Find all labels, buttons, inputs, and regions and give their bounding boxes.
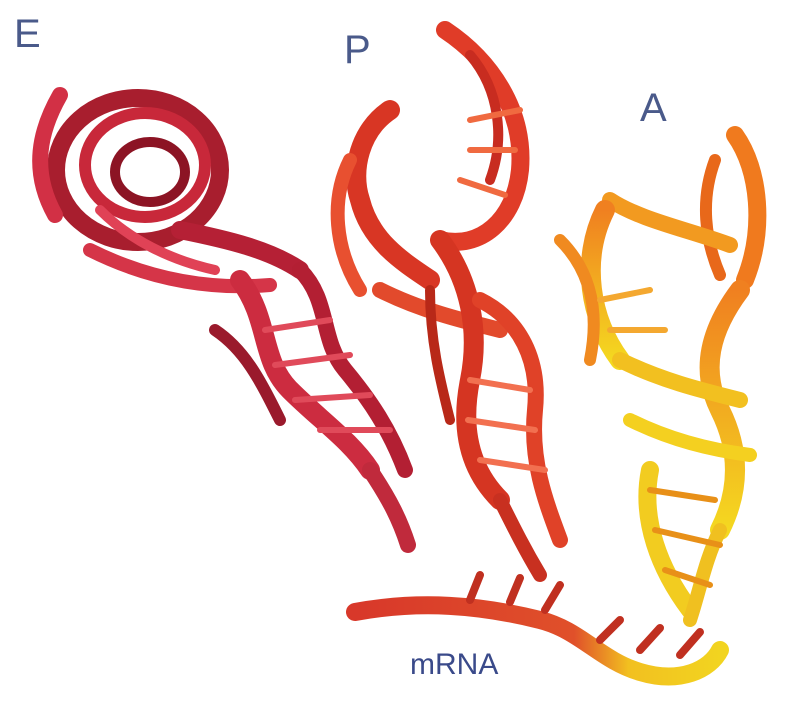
p-site-label: P bbox=[344, 30, 371, 70]
p-site-trna bbox=[338, 30, 560, 575]
a-site-trna bbox=[560, 135, 757, 620]
a-site-label: A bbox=[640, 88, 667, 128]
e-site-label: E bbox=[14, 14, 41, 54]
mrna-label: mRNA bbox=[410, 650, 498, 680]
